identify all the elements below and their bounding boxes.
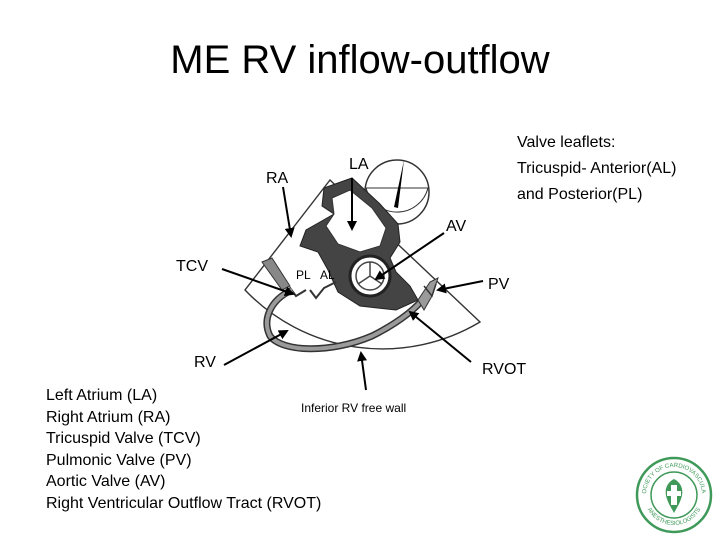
label-al: AL — [320, 268, 335, 282]
label-rvot: RVOT — [482, 361, 527, 378]
legend-item: Left Atrium (LA) — [46, 387, 158, 404]
pulmonic-valve-leaflet — [423, 283, 437, 298]
right-atrium-wall — [261, 257, 291, 291]
label-rv: RV — [194, 354, 216, 371]
arrow-ra — [282, 186, 295, 238]
valve-leaflets-note: Valve leaflets: Tricuspid- Anterior(AL) … — [517, 130, 676, 208]
label-pl: PL — [296, 268, 311, 282]
arrow-inferior-wall — [357, 351, 368, 391]
rv-free-wall-inner — [264, 288, 430, 351]
arrow-pv — [436, 280, 484, 294]
valve-leaflets-line-2: and Posterior(PL) — [517, 186, 643, 203]
legend-item: Aortic Valve (AV) — [46, 473, 166, 490]
legend-item: Right Atrium (RA) — [46, 408, 171, 426]
arrow-rv — [223, 330, 289, 366]
label-av: AV — [446, 218, 467, 235]
legend-item: Pulmonic Valve (PV) — [46, 451, 192, 469]
abbreviation-legend: Left Atrium (LA) Right Atrium (RA) Tricu… — [46, 385, 321, 514]
tricuspid-leaflet-al — [309, 281, 337, 300]
page-title: ME RV inflow-outflow — [170, 38, 550, 82]
legend-item: Right Ventricular Outflow Tract (RVOT) — [46, 494, 322, 512]
label-inferior-rv-free-wall: Inferior RV free wall — [301, 401, 407, 415]
label-tcv: TCV — [176, 258, 208, 275]
arrow-rvot — [408, 310, 472, 363]
label-la: LA — [349, 156, 369, 173]
aortic-valve — [348, 254, 392, 298]
society-seal-logo: SOCIETY OF CARDIOVASCULAR ANESTHESIOLOGI… — [634, 455, 713, 534]
label-ra: RA — [266, 170, 289, 187]
legend-item: Tricuspid Valve (TCV) — [46, 430, 201, 447]
valve-leaflets-heading: Valve leaflets: — [517, 134, 616, 151]
label-pv: PV — [488, 276, 510, 293]
arrow-tcv — [221, 268, 295, 297]
arrow-av — [374, 232, 445, 281]
valve-leaflets-line-1: Tricuspid- Anterior(AL) — [517, 160, 677, 177]
